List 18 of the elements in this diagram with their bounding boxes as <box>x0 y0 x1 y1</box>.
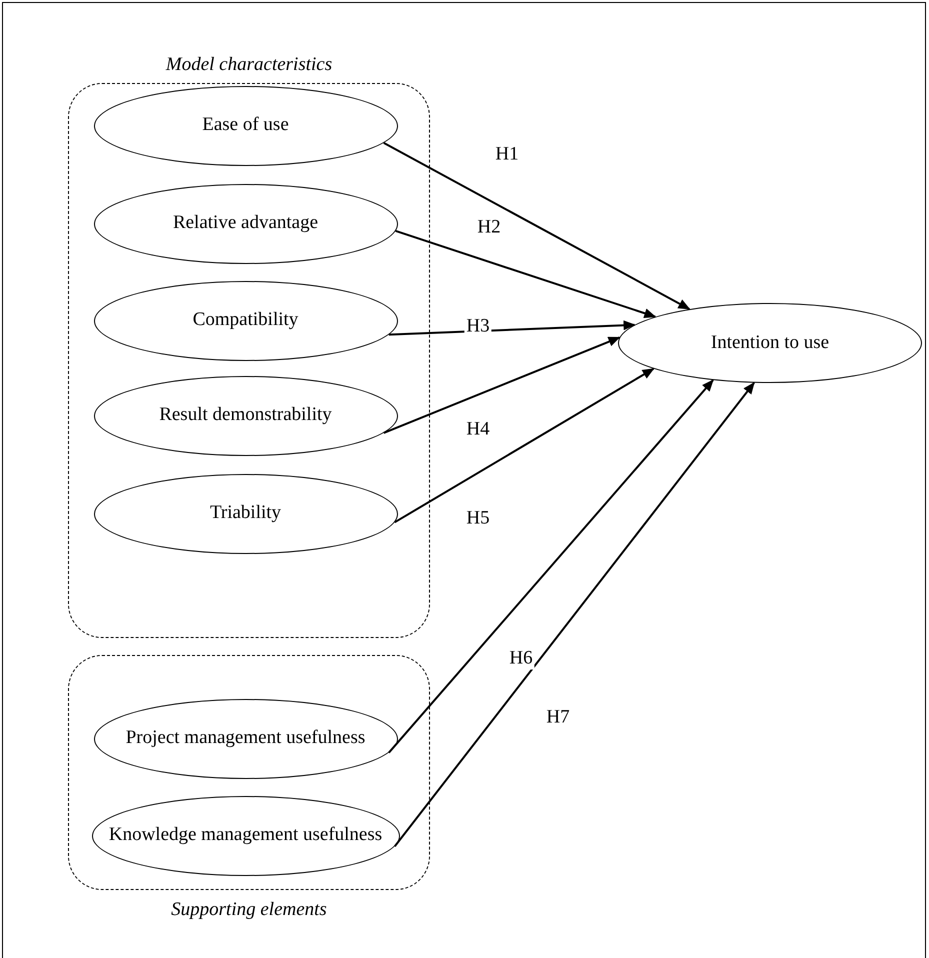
group-title: Supporting elements <box>170 899 328 921</box>
arrow <box>388 320 636 336</box>
arrow <box>395 230 656 318</box>
arrow <box>394 382 755 847</box>
construct-label: Relative advantage <box>172 212 320 235</box>
arrow <box>388 379 714 754</box>
arrow <box>383 142 690 310</box>
arrow <box>383 336 620 434</box>
construct-label: Project management usefulness <box>124 727 366 750</box>
construct-label: Result demonstrability <box>158 404 333 427</box>
construct-label: Compatibility <box>192 309 300 332</box>
group-title: Model characteristics <box>164 54 334 76</box>
construct-label: Ease of use <box>201 114 290 137</box>
edge-label: H6 <box>507 648 535 670</box>
construct-label: Intention to use <box>710 332 830 354</box>
construct-label: Triability <box>208 502 282 525</box>
arrow <box>394 368 654 524</box>
construct-label: Knowledge management usefulness <box>108 824 384 847</box>
